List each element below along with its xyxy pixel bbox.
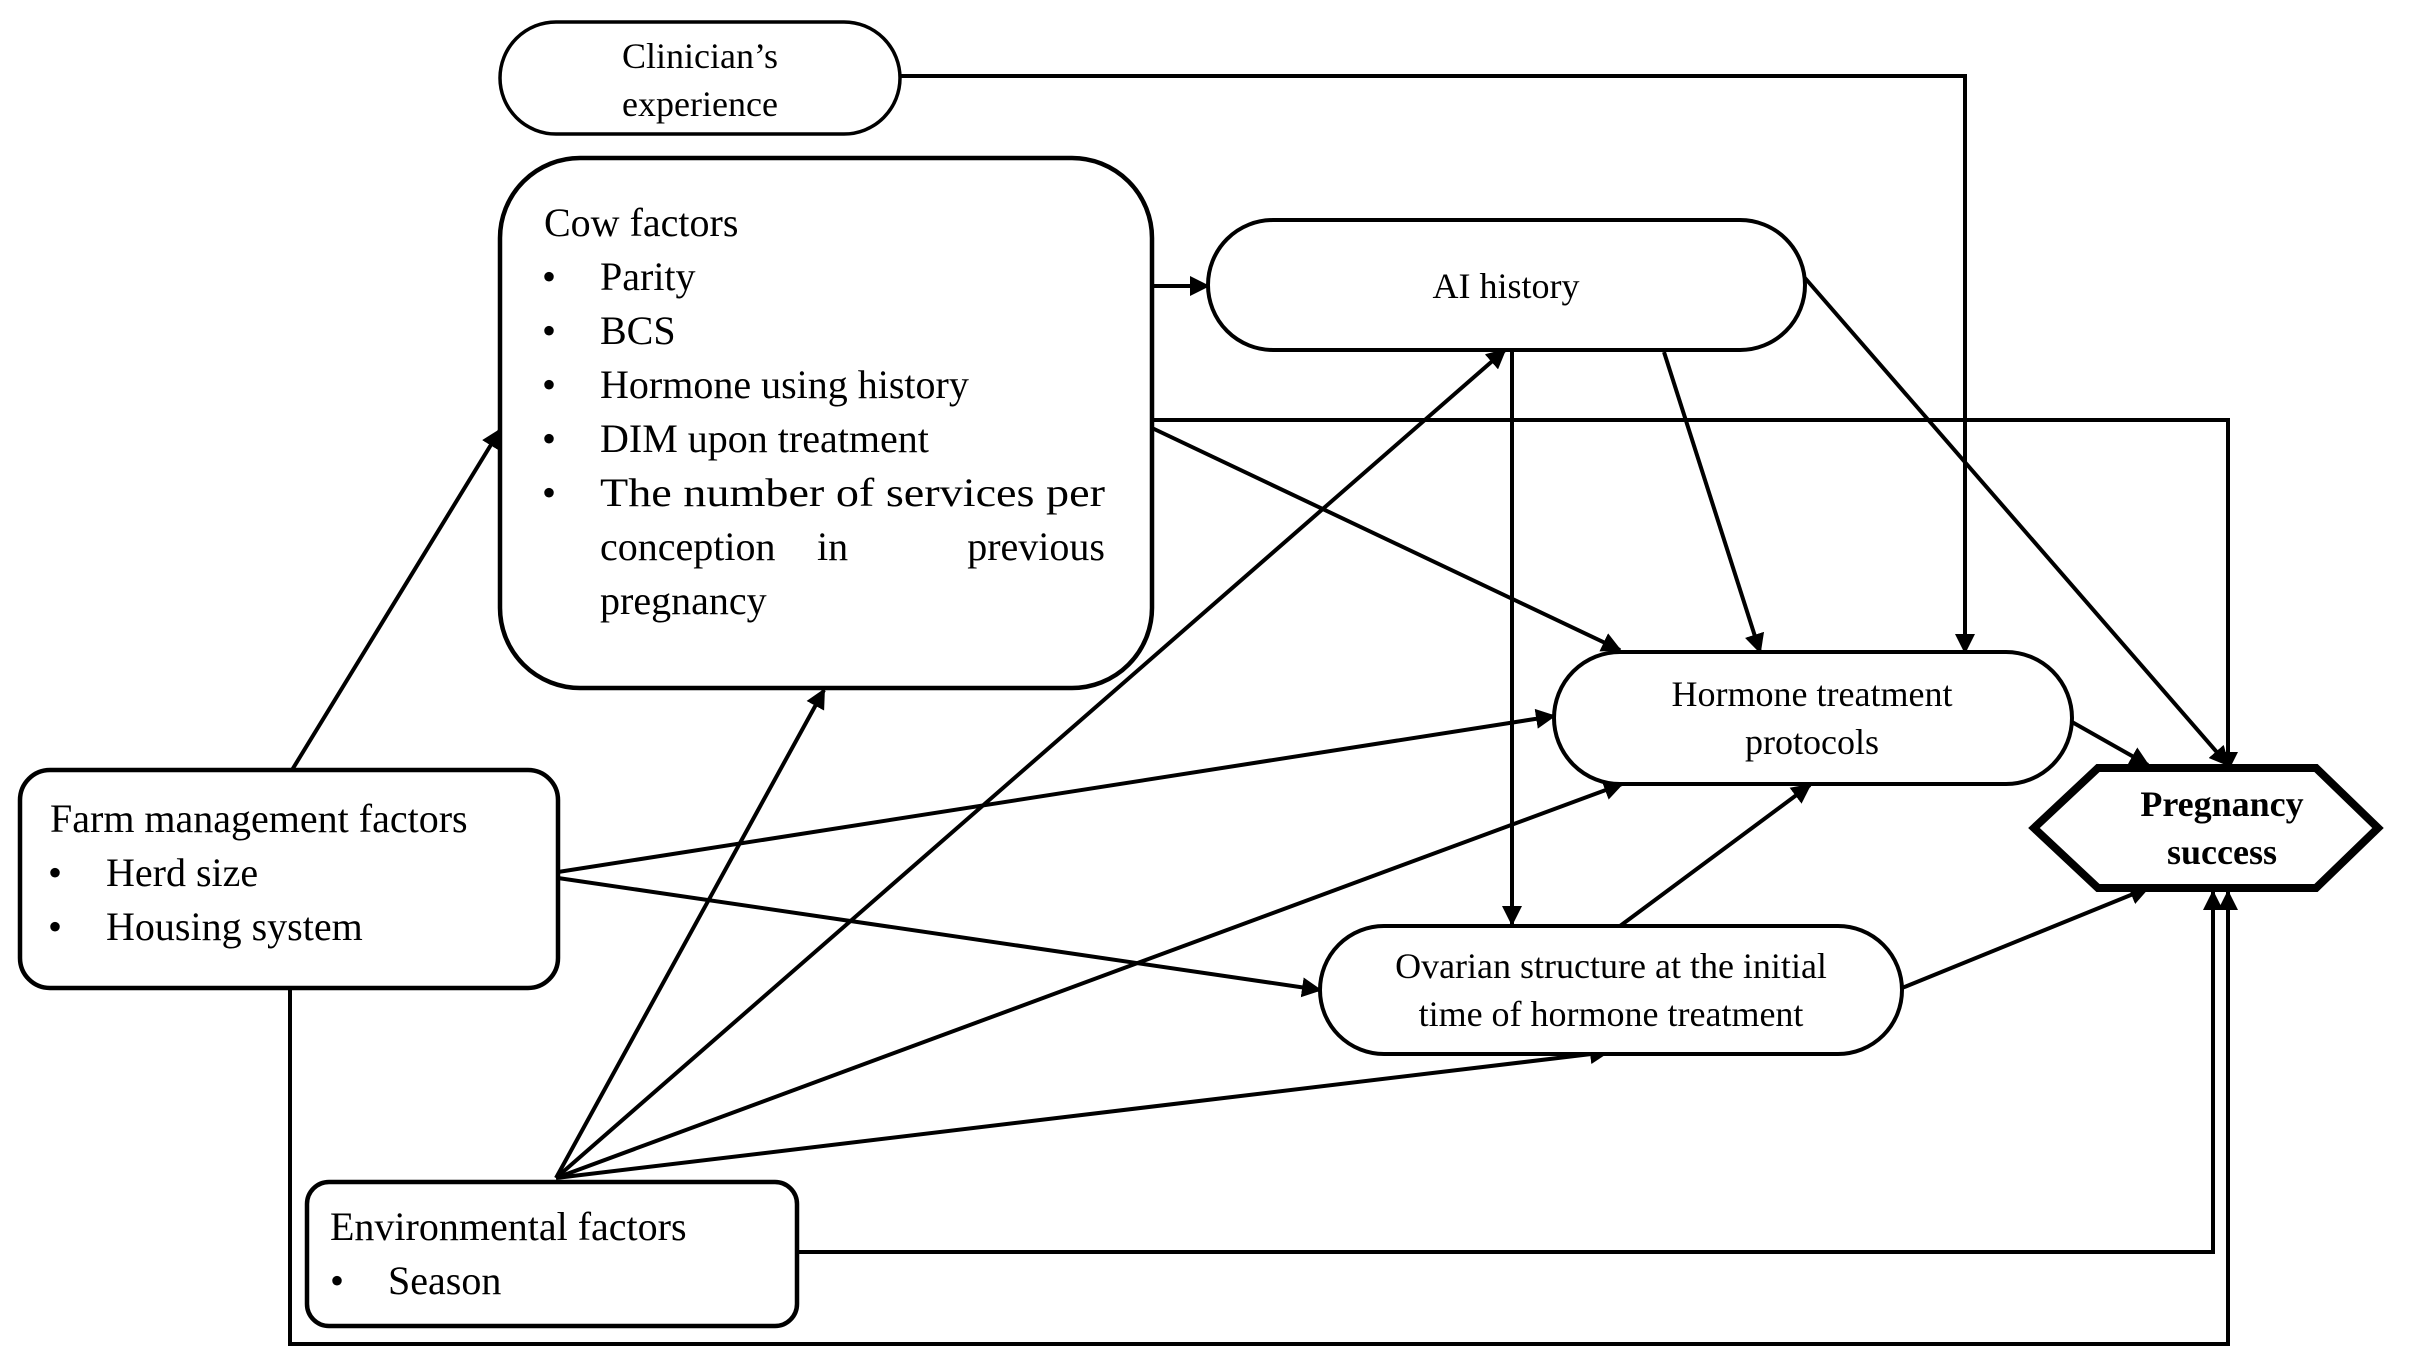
ai-history-label: AI history <box>1433 266 1580 306</box>
pregnancy-label-line-2: success <box>2167 832 2277 872</box>
node-environmental-factors: Environmental factors • Season <box>304 1179 800 1329</box>
hormone-protocols-label-line-2: protocols <box>1745 722 1879 762</box>
clinician-label-line-2: experience <box>622 84 778 124</box>
edge-ai-history-to-hormone-protocols <box>1662 351 1765 654</box>
node-clinicians-experience: Clinician’s experience <box>498 20 902 136</box>
node-ai-history: AI history <box>1206 218 1807 352</box>
farm-item-herd-size: Herd size <box>106 850 258 895</box>
environmental-factors-title: Environmental factors <box>330 1204 687 1249</box>
bullet-icon: • <box>542 470 556 515</box>
farm-item-housing-system: Housing system <box>106 904 363 949</box>
cow-item-services-line-3: pregnancy <box>600 578 767 623</box>
cow-item-services-line-2a: conception <box>600 524 776 569</box>
edge-ovarian-to-pregnancy <box>1901 885 2150 990</box>
cow-factors-title: Cow factors <box>544 200 738 245</box>
farm-factors-title: Farm management factors <box>50 796 468 841</box>
node-farm-management-factors: Farm management factors • Herd size • Ho… <box>17 767 561 991</box>
cow-item-services-line-2c: previous <box>967 524 1105 569</box>
cow-item-bcs: BCS <box>600 308 676 353</box>
bullet-icon: • <box>542 254 556 299</box>
node-cow-factors: Cow factors • Parity • BCS • Hormone usi… <box>497 155 1155 691</box>
cow-item-dim: DIM upon treatment <box>600 416 929 461</box>
edge-ovarian-to-hormone-protocols <box>1618 783 1812 928</box>
edge-farm-to-cow <box>290 428 502 772</box>
ovarian-label-line-2: time of hormone treatment <box>1419 994 1804 1034</box>
cow-item-services-line-2b: in <box>817 524 848 569</box>
environment-item-season: Season <box>388 1258 501 1303</box>
edge-environment-to-pregnancy <box>797 890 2223 1254</box>
edge-ai-history-to-pregnancy <box>1803 276 2230 767</box>
bullet-icon: • <box>48 850 62 895</box>
edges <box>288 74 2238 1346</box>
edge-farm-to-pregnancy <box>288 890 2238 1346</box>
bullet-icon: • <box>330 1258 344 1303</box>
edge-environment-to-ai-history <box>554 348 1507 1180</box>
edge-environment-to-hormone-protocols <box>555 780 1624 1180</box>
ovarian-label-line-1: Ovarian structure at the initial <box>1395 946 1827 986</box>
bullet-icon: • <box>542 362 556 407</box>
pregnancy-label-line-1: Pregnancy <box>2140 784 2303 824</box>
cow-item-services-line-1: The number of services per <box>600 470 1105 515</box>
hormone-protocols-label-line-1: Hormone treatment <box>1672 674 1953 714</box>
node-hormone-treatment-protocols: Hormone treatment protocols <box>1552 650 2074 786</box>
edge-farm-to-hormone-protocols <box>557 708 1556 874</box>
bullet-icon: • <box>542 308 556 353</box>
node-pregnancy-success: Pregnancy success <box>2028 764 2384 892</box>
node-ovarian-structure: Ovarian structure at the initial time of… <box>1318 924 1904 1056</box>
edge-farm-to-ovarian <box>557 876 1322 998</box>
edge-environment-to-ovarian <box>555 1044 1610 1180</box>
bullet-icon: • <box>48 904 62 949</box>
edge-environment-to-cow <box>554 688 826 1179</box>
cow-item-parity: Parity <box>600 254 696 299</box>
cow-item-hormone-history: Hormone using history <box>600 362 969 407</box>
clinician-label-line-1: Clinician’s <box>622 36 778 76</box>
edge-hormone-protocols-to-pregnancy <box>2071 720 2150 767</box>
edge-cow-to-hormone-protocols <box>1151 426 1622 652</box>
bullet-icon: • <box>542 416 556 461</box>
